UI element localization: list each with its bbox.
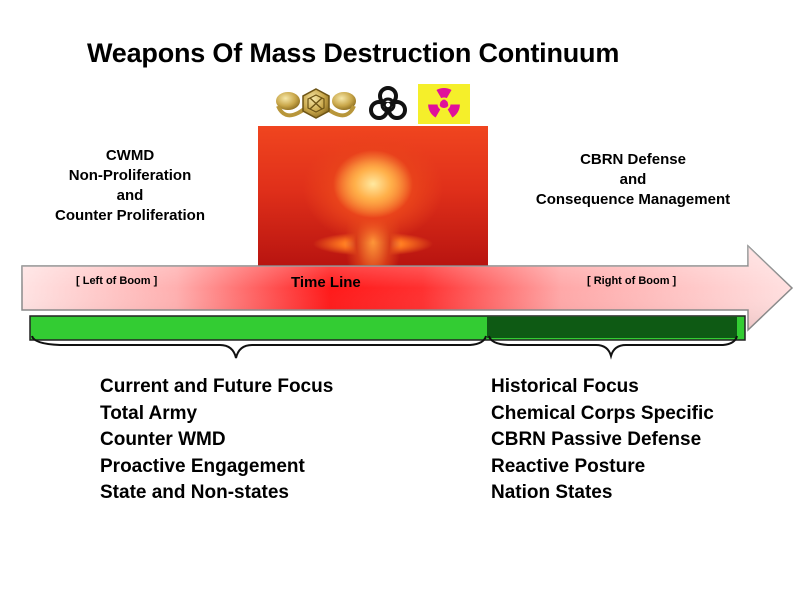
right-of-boom-marker: [ Right of Boom ] — [587, 275, 677, 287]
list-item: Counter WMD — [100, 429, 226, 450]
right-heading-line: CBRN Defense — [580, 151, 686, 168]
right-heading-line: and — [619, 171, 647, 188]
right-heading: CBRN Defense and Consequence Management — [518, 150, 748, 210]
left-heading-line: Non-Proliferation — [68, 167, 192, 184]
radiation-icon — [418, 84, 470, 124]
left-of-boom-marker: [ Left of Boom ] — [76, 275, 158, 287]
list-item: Historical Focus — [491, 376, 639, 397]
page-title: Weapons Of Mass Destruction Continuum — [87, 38, 620, 68]
list-item: Nation States — [491, 482, 613, 503]
left-focus-list: Current and Future Focus Total Army Coun… — [100, 374, 333, 507]
timeline-label: Time Line — [291, 274, 361, 291]
biohazard-icon — [365, 86, 411, 122]
chemical-corps-insignia-icon — [274, 86, 358, 122]
list-item: Proactive Engagement — [100, 455, 305, 477]
left-heading: CWMD Non-Proliferation and Counter Proli… — [40, 146, 220, 226]
list-item: Current and Future Focus — [100, 376, 334, 397]
list-item: Chemical Corps Specific — [491, 402, 714, 424]
list-item: Reactive Posture — [491, 455, 646, 477]
mushroom-cloud-image — [258, 126, 488, 266]
left-heading-line: CWMD — [105, 147, 155, 164]
left-heading-line: Counter Proliferation — [54, 207, 205, 224]
list-item: CBRN Passive Defense — [491, 429, 702, 450]
right-heading-line: Consequence Management — [535, 191, 731, 208]
right-focus-list: Historical Focus Chemical Corps Specific… — [491, 374, 714, 507]
focus-bar — [29, 315, 746, 360]
list-item: Total Army — [100, 402, 198, 424]
list-item: State and Non-states — [100, 482, 289, 503]
timeline-arrow — [20, 244, 795, 336]
left-heading-line: and — [116, 187, 144, 204]
